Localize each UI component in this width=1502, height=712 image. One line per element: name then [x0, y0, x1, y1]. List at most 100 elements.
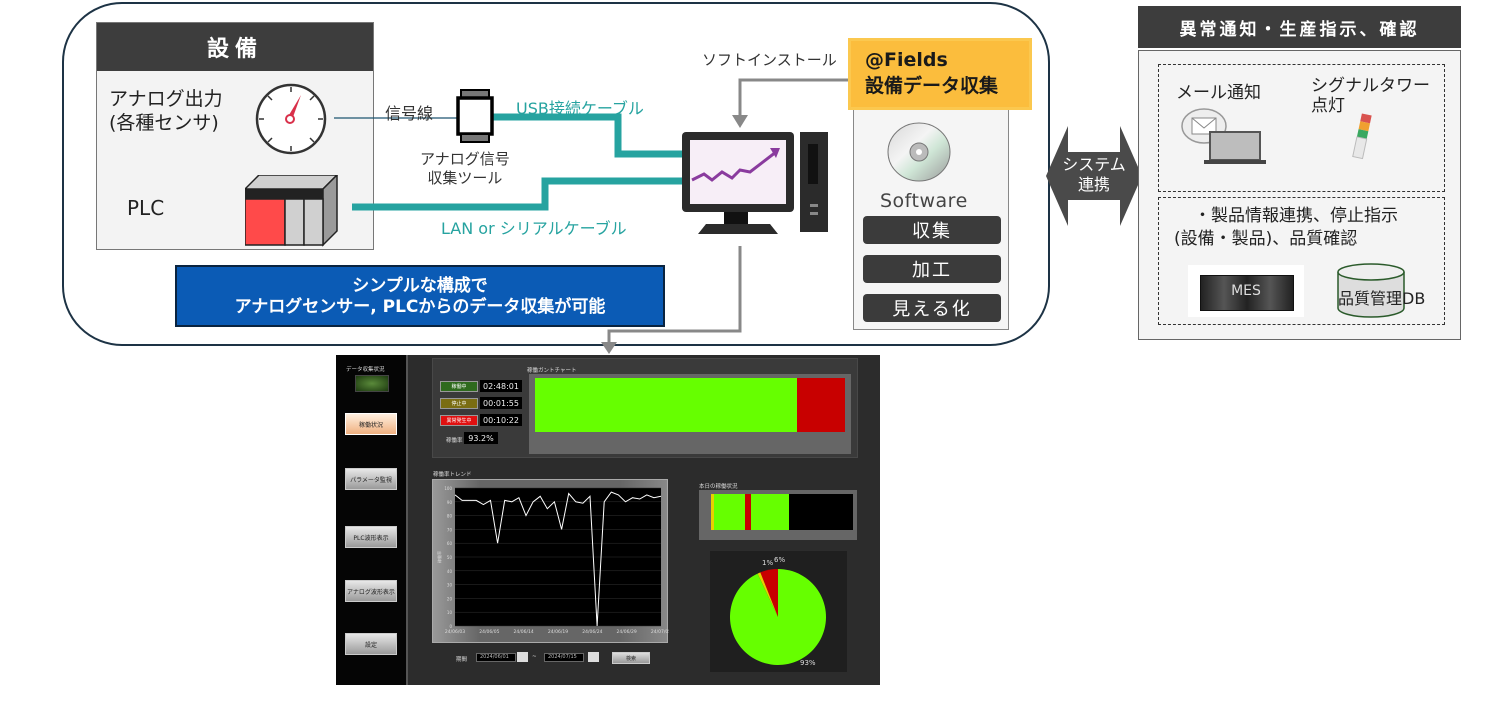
pc-icon — [682, 132, 828, 234]
software-install-label: ソフトインストール — [702, 51, 837, 69]
y-tick-label: 90 — [447, 500, 453, 505]
status-stopped-chip: 停止中 — [440, 398, 478, 409]
status-running-chip: 稼働中 — [440, 381, 478, 392]
x-tick-label: 24/06/05 — [479, 629, 499, 635]
signal-tower-icon — [1352, 113, 1372, 160]
system-link-line-2: 連携 — [1077, 175, 1110, 194]
banner-line-1: シンプルな構成で — [352, 276, 488, 296]
y-tick-label: 0 — [449, 624, 452, 629]
mail-notification-label: メール通知 — [1176, 83, 1261, 103]
x-tick-label: 24/06/24 — [582, 629, 602, 635]
pie-chart: 1%6%93% — [730, 556, 826, 667]
product-name: @Fields — [865, 49, 948, 71]
y-tick-label: 50 — [447, 555, 453, 560]
notification-group — [1158, 64, 1445, 192]
x-tick-label: 24/06/29 — [617, 629, 637, 635]
segment-running — [713, 494, 746, 530]
mes-label: MES — [1231, 283, 1261, 299]
status-error-time: 00:10:22 — [480, 414, 522, 426]
dashboard-sidebar: データ収集状況 稼働状況 パラメータ監視 PLC波形表示 アナログ波形表示 設定 — [336, 355, 408, 685]
date-to-input[interactable]: 2024/07/15 — [544, 653, 584, 662]
today-chart-frame — [699, 490, 857, 540]
period-label: 期間 — [456, 657, 468, 663]
function-collect: 収集 — [863, 216, 1001, 244]
sidebar-btn-plc-waveform[interactable]: PLC波形表示 — [345, 526, 397, 548]
data-status-label: データ収集状況 — [346, 367, 385, 373]
y-tick-label: 80 — [447, 514, 453, 519]
y-tick-label: 70 — [447, 527, 453, 532]
product-subtitle: 設備データ収集 — [865, 75, 999, 97]
y-tick-label: 20 — [447, 596, 453, 601]
plc-icon — [245, 175, 339, 247]
quality-db-label: 品質管理DB — [1338, 289, 1426, 308]
today-chart — [711, 494, 853, 530]
search-button[interactable]: 検索 — [612, 652, 650, 664]
fields-product-title: @Fields 設備データ収集 — [848, 38, 1032, 110]
integration-info-line-2: (設備・製品)、品質確認 — [1174, 229, 1358, 249]
range-tilde: ~ — [532, 654, 537, 660]
banner-line-2: アナログセンサー, PLCからのデータ収集が可能 — [234, 297, 606, 317]
mes-server-icon: MES — [1188, 265, 1304, 317]
segment-error — [796, 378, 845, 432]
sidebar-btn-parameter[interactable]: パラメータ監視 — [345, 468, 397, 490]
cd-disc-icon — [887, 122, 951, 182]
analog-collection-tool-icon — [456, 89, 494, 143]
analog-tool-label: アナログ信号 収集ツール — [420, 150, 510, 187]
pie-slice-error — [760, 569, 778, 617]
status-error-chip: 異常発生中 — [440, 415, 478, 426]
today-title: 本日の稼働状況 — [699, 484, 738, 490]
gantt-title: 稼働ガントチャート — [527, 368, 577, 374]
right-panel-title: 異常通知・生産指示、確認 — [1138, 6, 1461, 48]
sidebar-btn-analog-waveform[interactable]: アナログ波形表示 — [345, 580, 397, 602]
plc-label: PLC — [127, 196, 165, 220]
integration-group — [1158, 197, 1445, 325]
signal-tower-line-2: 点灯 — [1311, 96, 1345, 116]
pie-panel: 1%6%93% — [710, 551, 847, 672]
equipment-box: 設備 アナログ出力 (各種センサ) PLC — [96, 22, 374, 250]
signal-line-label: 信号線 — [385, 104, 434, 123]
signal-tower-label: シグナルタワー 点灯 — [1311, 76, 1430, 116]
gantt-chart — [535, 378, 845, 432]
function-process: 加工 — [863, 255, 1001, 283]
segment-stopped — [711, 494, 714, 530]
software-label: Software — [880, 190, 968, 212]
segment-idle — [789, 494, 853, 530]
gauge-icon — [255, 83, 327, 155]
rate-value: 93.2% — [464, 432, 498, 444]
function-visualize: 見える化 — [863, 294, 1001, 322]
system-link-arrow-icon — [1046, 126, 1142, 226]
x-tick-label: 24/07/05 — [651, 629, 669, 635]
sidebar-btn-status[interactable]: 稼働状況 — [345, 413, 397, 435]
usb-cable-label: USB接続ケーブル — [516, 99, 644, 118]
trend-title: 稼働率トレンド — [433, 472, 472, 478]
x-tick-label: 24/06/14 — [514, 629, 534, 635]
date-from-input[interactable]: 2024/06/01 — [476, 653, 516, 662]
dashboard-screen: データ収集状況 稼働状況 パラメータ監視 PLC波形表示 アナログ波形表示 設定… — [336, 355, 880, 685]
y-tick-label: 100 — [444, 486, 452, 491]
segment-error — [745, 494, 751, 530]
system-link-line-1: システム — [1062, 155, 1126, 174]
y-tick-label: 30 — [447, 583, 453, 588]
lan-cable-label: LAN or シリアルケーブル — [441, 219, 627, 238]
pie-label-running: 93% — [800, 659, 816, 667]
calendar-to-icon[interactable] — [588, 652, 599, 662]
segment-running — [535, 378, 797, 432]
integration-info-line-1: ・製品情報連携、停止指示 — [1194, 206, 1398, 226]
rate-label: 稼働率 — [446, 438, 463, 444]
feature-banner: シンプルな構成で アナログセンサー, PLCからのデータ収集が可能 — [175, 265, 665, 327]
pie-slice-stopped — [757, 572, 778, 617]
mail-laptop-icon — [1181, 108, 1266, 164]
equipment-title: 設備 — [97, 23, 373, 71]
segment-running — [750, 494, 790, 530]
data-status-lamp — [355, 375, 389, 392]
sidebar-btn-settings[interactable]: 設定 — [345, 633, 397, 655]
calendar-from-icon[interactable] — [517, 652, 528, 662]
database-icon — [1337, 263, 1405, 318]
gantt-chart-frame — [529, 374, 851, 454]
signal-tower-line-1: シグナルタワー — [1311, 76, 1430, 96]
y-tick-label: 40 — [447, 569, 453, 574]
status-stopped-time: 00:01:55 — [480, 397, 522, 409]
